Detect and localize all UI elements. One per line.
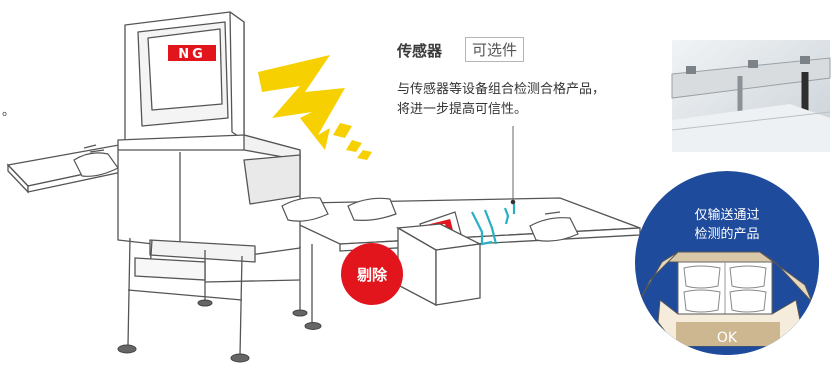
ng-screen-text: NG (178, 47, 206, 62)
optional-badge: 可选件 (465, 37, 525, 62)
good-products-line1: 仅输送通过 (694, 207, 759, 223)
reject-badge (341, 243, 403, 305)
leading-mark: 。 (2, 104, 16, 119)
lightning-flash-icon (258, 55, 372, 160)
reject-badge-text: 剔除 (356, 266, 388, 284)
good-products-line2: 检测的产品 (694, 226, 759, 242)
ok-box (639, 250, 819, 355)
sensor-desc-line1: 与传感器等设备组合检测合格产品， (397, 82, 606, 97)
ng-screen-label (168, 45, 216, 61)
sensor-description: 与传感器等设备组合检测合格产品， 将进一步提高可信性。 (397, 80, 605, 120)
ok-box-label: OK (717, 330, 738, 346)
machine-feet (117, 299, 322, 363)
sensor-desc-line2: 将进一步提高可信性。 (397, 102, 528, 117)
machine-legs (127, 237, 313, 356)
reject-bin (395, 223, 483, 307)
sensor-title: 传感器 (397, 42, 443, 60)
left-conveyor-bag (73, 144, 119, 177)
sensor-callout-dot (510, 199, 516, 205)
sensor-icon (471, 204, 516, 246)
sensor-photo (671, 40, 831, 152)
conveyor-bags (281, 197, 579, 242)
